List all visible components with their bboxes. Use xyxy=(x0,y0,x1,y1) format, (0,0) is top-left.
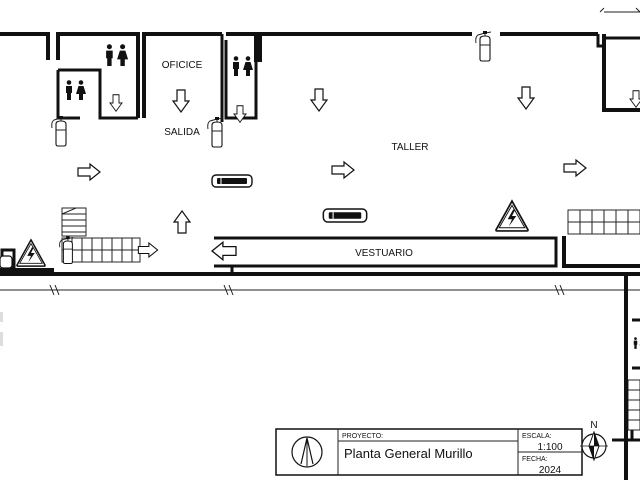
restroom-icon xyxy=(66,80,86,100)
evacuation-arrow-icon xyxy=(109,94,123,112)
evacuation-arrow-icon xyxy=(172,89,190,113)
north-label: N xyxy=(590,420,597,431)
room-label-taller: TALLER xyxy=(391,142,428,153)
evacuation-arrow-icon xyxy=(173,210,191,234)
evacuation-arrow-icon xyxy=(137,242,159,258)
emergency-light-icon xyxy=(211,174,253,188)
evacuation-arrow-icon xyxy=(77,163,101,181)
evacuation-arrow-icon xyxy=(211,241,237,261)
emergency-light-icon xyxy=(0,255,13,269)
logo-icon xyxy=(291,436,323,468)
proyecto-label: PROYECTO: xyxy=(342,433,383,440)
north-compass-icon: N xyxy=(580,420,608,462)
evacuation-arrow-icon xyxy=(563,159,587,177)
fecha-value: 2024 xyxy=(539,465,562,476)
restroom-icon xyxy=(233,56,253,76)
evacuation-arrow-icon xyxy=(629,90,640,108)
evacuation-arrow-icon xyxy=(517,86,535,110)
fire-extinguisher-icon xyxy=(475,30,492,62)
room-label-vestuario: VESTUARIO xyxy=(355,248,413,259)
emergency-light-icon xyxy=(322,208,368,223)
electrical-hazard-icon xyxy=(16,239,46,267)
restroom-icon xyxy=(106,44,129,66)
stairs-column xyxy=(61,207,87,237)
stairs-right xyxy=(567,209,640,235)
fecha-label: FECHA: xyxy=(522,456,548,463)
escala-label: ESCALA: xyxy=(522,433,552,440)
evacuation-arrow-icon xyxy=(310,88,328,112)
room-label-oficice: OFICICE xyxy=(162,60,203,71)
faint-mark xyxy=(0,332,3,346)
fire-extinguisher-icon xyxy=(51,115,68,147)
proyecto-value: Planta General Murillo xyxy=(344,446,473,461)
room-label-salida: SALIDA xyxy=(164,127,200,138)
escala-value: 1:100 xyxy=(537,442,562,453)
electrical-hazard-icon xyxy=(495,200,529,232)
stairs-left xyxy=(61,237,141,263)
evacuation-arrow-icon xyxy=(331,161,355,179)
restroom-icon xyxy=(633,337,640,349)
stairs-lower-right xyxy=(627,379,640,431)
evacuation-arrow-icon xyxy=(233,105,247,123)
title-block: PROYECTO: Planta General Murillo ESCALA:… xyxy=(275,428,583,476)
faint-mark xyxy=(0,312,3,322)
